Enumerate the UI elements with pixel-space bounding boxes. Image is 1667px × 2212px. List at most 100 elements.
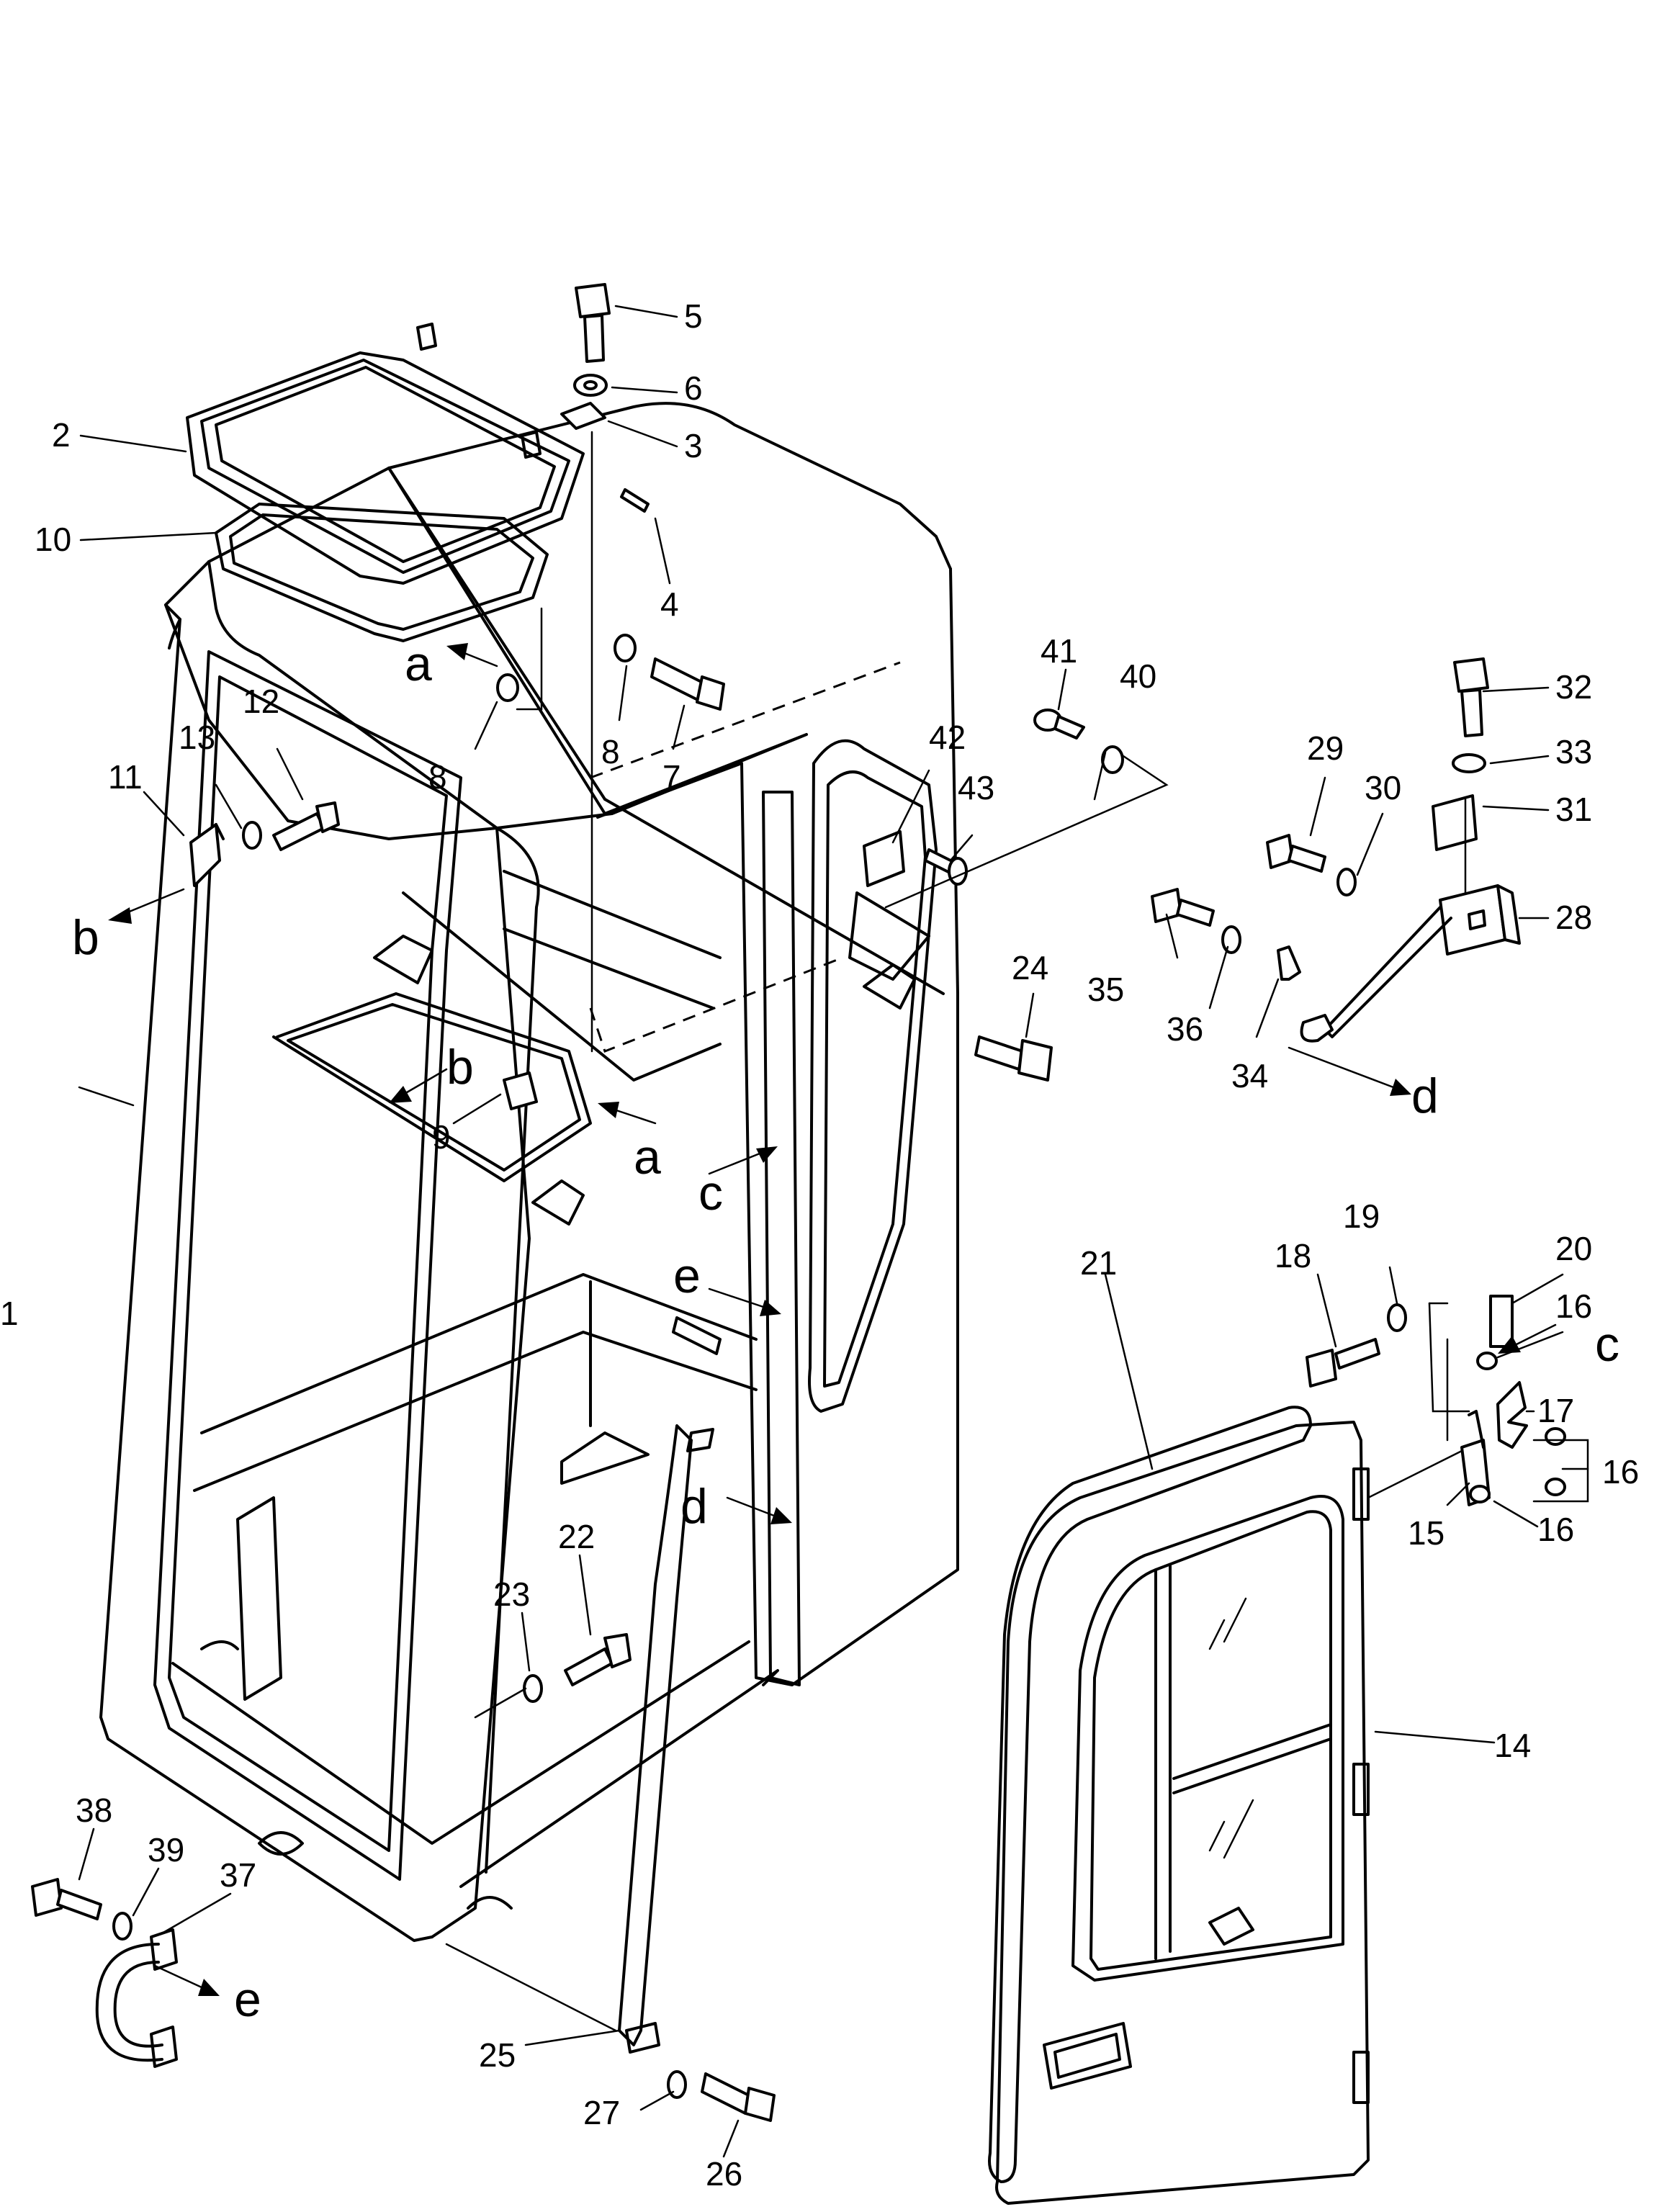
callout-20: 20 [1555,1230,1592,1267]
window-seal [215,503,549,642]
bolt-18 [1306,1338,1380,1388]
door-lock-assembly [1277,794,1521,1043]
washer-33 [1452,753,1486,773]
washer-13 [242,821,262,850]
stopper-9 [503,1071,538,1110]
callout-29: 29 [1307,729,1344,767]
callout-26: 26 [706,2155,742,2193]
washer-19 [1387,1303,1407,1332]
bracket-11 [189,823,225,887]
cushion-40 [1101,745,1124,774]
callout-30: 30 [1365,769,1401,806]
callout-15: 15 [1408,1514,1444,1552]
callout-8a: 8 [601,733,620,770]
view-letters: a b b a c e d d c e [72,637,1619,2027]
leader-lines [78,305,1589,2158]
washer-30 [1336,868,1357,896]
callout-23: 23 [493,1575,530,1613]
callout-22: 22 [558,1518,595,1555]
callout-14: 14 [1494,1727,1531,1764]
view-letter-c-hinge: c [1595,1317,1619,1372]
washer-27 [667,2070,687,2099]
callout-42: 42 [929,719,966,756]
view-letter-b-roof: b [446,1040,474,1094]
pin-4 [620,488,650,513]
bolt-5 [575,283,611,363]
callout-3: 3 [684,427,703,464]
callout-24: 24 [1012,949,1048,986]
washer-8a [614,634,637,662]
view-letter-d-lock: d [1411,1069,1439,1123]
callout-40: 40 [1120,657,1156,695]
callout-35: 35 [1087,971,1124,1008]
callout-37: 37 [220,1856,256,1894]
washer-8b [496,673,519,702]
callout-2: 2 [52,416,71,454]
callout-16a: 16 [1555,1287,1592,1325]
bolt-29 [1266,834,1326,873]
callout-11: 11 [108,758,143,796]
callout-21: 21 [1080,1244,1117,1282]
washer-23 [523,1674,543,1703]
callout-17: 17 [1537,1392,1574,1429]
callout-4: 4 [660,585,679,623]
callout-12: 12 [243,683,279,720]
bolt-7 [650,657,725,711]
screw-43 [924,848,968,886]
view-letter-c-frame: c [698,1166,723,1220]
callout-1: 1 [0,1295,19,1332]
callout-10: 10 [35,521,71,558]
view-letter-b-left: b [72,910,99,965]
view-letter-d-frame: d [680,1479,708,1534]
callout-32: 32 [1555,668,1592,706]
plate-42 [863,830,905,887]
cab-frame [99,402,959,1942]
bolt-26 [701,2072,776,2122]
callout-38: 38 [76,1791,112,1829]
callout-31: 31 [1555,791,1592,828]
bolt-24 [974,1035,1053,1082]
callout-41: 41 [1041,632,1077,670]
bolt-22 [564,1633,632,1686]
door-seal [988,1406,1312,2183]
callout-33: 33 [1555,733,1592,770]
callout-labels: 1 2 10 5 6 3 4 7 8 8 9 11 13 12 42 43 41… [0,297,1639,2193]
bolt-32 [1453,657,1489,737]
callout-9: 9 [432,1118,451,1156]
callout-18: 18 [1275,1237,1311,1274]
callout-13: 13 [179,719,215,756]
callout-36: 36 [1167,1010,1203,1048]
callout-16c: 16 [1537,1511,1574,1548]
callout-43: 43 [958,769,994,806]
handrail-25 [618,1424,714,2054]
callout-7: 7 [662,758,681,796]
callout-5: 5 [684,297,703,335]
roof-window [186,323,585,585]
callout-8b: 8 [428,758,447,796]
washer-6 [573,374,608,397]
callout-27: 27 [583,2094,620,2131]
bracket-3 [560,402,606,430]
washer-39 [112,1912,132,1941]
callout-19: 19 [1343,1197,1380,1235]
bolt-38 [31,1878,102,1920]
callout-28: 28 [1555,899,1592,936]
callout-16b: 16 [1602,1453,1639,1491]
cab-door [995,1421,1370,2205]
callout-39: 39 [148,1831,184,1869]
callout-25: 25 [479,2036,516,2074]
view-letter-a-roof: a [634,1130,661,1184]
view-letter-a-top: a [405,637,432,691]
door-hinge-assembly [1460,1295,1528,1506]
bolt-35 [1151,888,1215,927]
washer-36 [1221,925,1241,954]
view-letter-e-rail: e [234,1972,261,2027]
callout-34: 34 [1231,1057,1268,1094]
view-letter-e-frame: e [673,1249,701,1303]
stopper-41 [1033,709,1085,739]
callout-6: 6 [684,369,703,407]
plugs-16 [1469,1352,1566,1503]
handrail-37 [95,1928,178,2068]
bolt-12 [272,801,340,851]
